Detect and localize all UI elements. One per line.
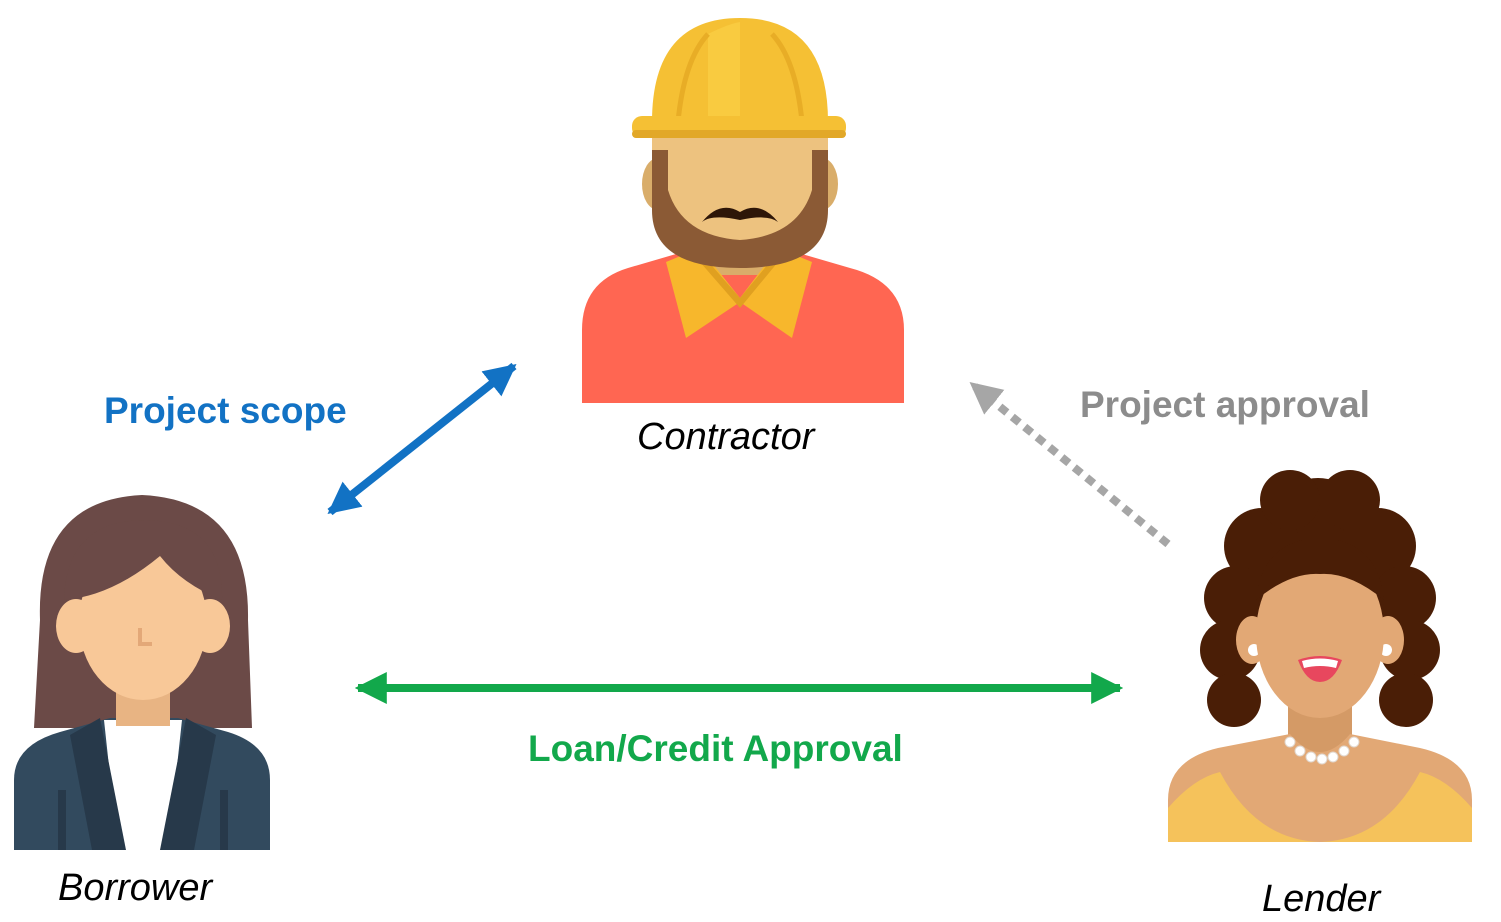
project-scope-arrow bbox=[327, 362, 517, 516]
contractor-avatar bbox=[582, 18, 904, 403]
borrower-label: Borrower bbox=[58, 867, 213, 909]
borrower-avatar bbox=[14, 495, 270, 850]
contractor-label: Contractor bbox=[637, 416, 815, 458]
project-approval-arrow bbox=[969, 380, 1171, 548]
loan-credit-label: Loan/Credit Approval bbox=[528, 728, 903, 769]
lender-label: Lender bbox=[1262, 878, 1381, 920]
project-scope-label: Project scope bbox=[104, 390, 347, 431]
project-approval-label: Project approval bbox=[1080, 384, 1370, 425]
lender-avatar bbox=[1168, 470, 1472, 842]
